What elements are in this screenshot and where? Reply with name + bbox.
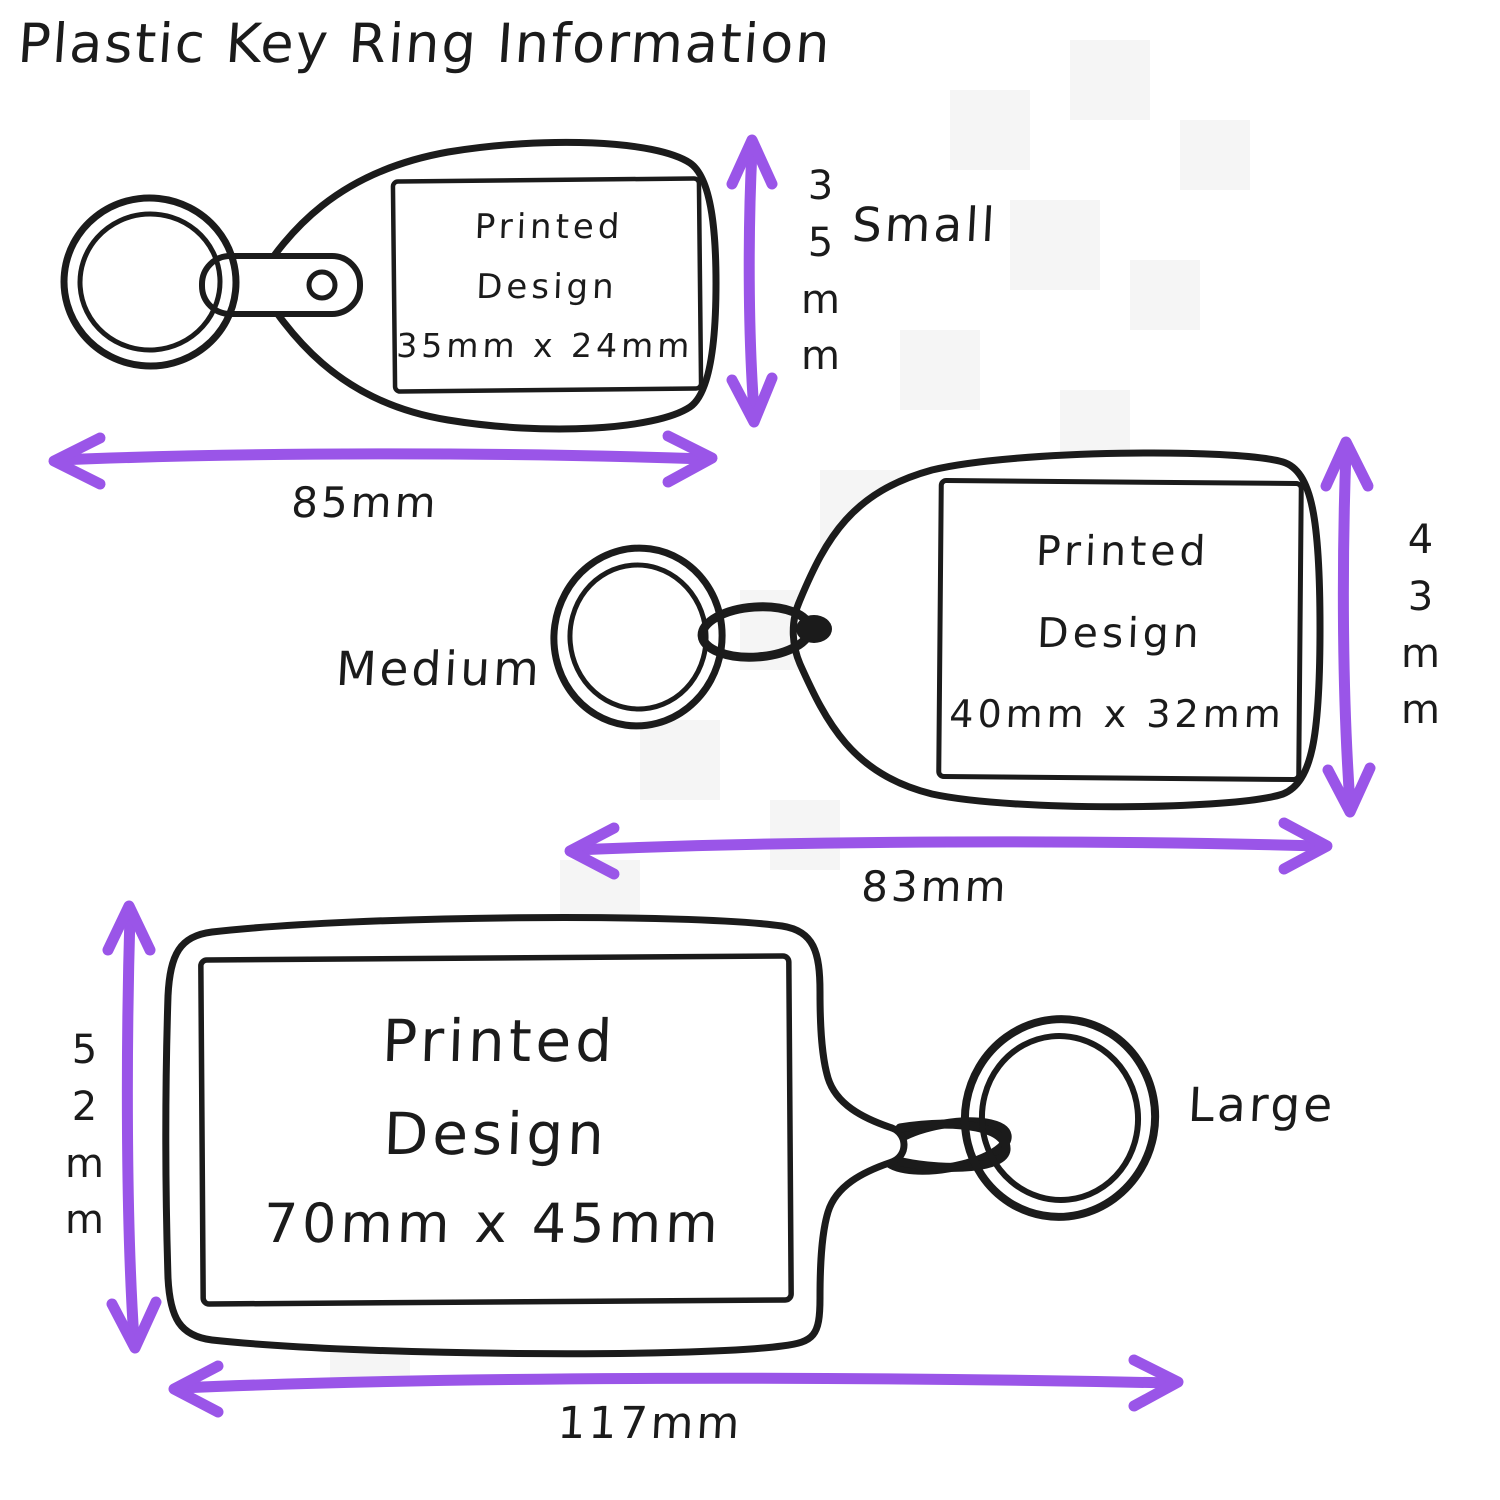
- medium-keyring-drawing: [550, 449, 1324, 811]
- large-link-front: [895, 1119, 1011, 1172]
- small-design-line2: Design: [475, 266, 619, 307]
- medium-height-label: 4 3 m m: [1401, 517, 1441, 734]
- page-title: Plastic Key Ring Information: [15, 12, 834, 75]
- large-design-text: Printed Design 70mm x 45mm: [197, 982, 795, 1280]
- large-size-name: Large: [1186, 1078, 1337, 1133]
- small-design-size: 35mm x 24mm: [395, 325, 695, 365]
- small-ring-icon: [60, 194, 240, 370]
- medium-fob-outline: [789, 449, 1324, 811]
- small-design-text: Printed Design 35mm x 24mm: [391, 188, 704, 384]
- large-keyring-drawing: [162, 914, 1160, 1358]
- large-design-line2: Design: [382, 1099, 610, 1168]
- medium-design-window: [936, 477, 1304, 783]
- small-design-window: [390, 176, 704, 394]
- small-rivet-icon: [306, 269, 338, 301]
- large-fob-outline: [162, 914, 908, 1358]
- large-design-window: [198, 953, 794, 1307]
- large-design-size: 70mm x 45mm: [262, 1192, 723, 1256]
- medium-size-name: Medium: [334, 642, 544, 697]
- medium-link-hole: [796, 615, 832, 643]
- small-ring-icon-inner: [77, 211, 223, 353]
- small-width-arrow: [48, 430, 718, 490]
- small-design-line1: Printed: [473, 207, 625, 248]
- small-size-name: Small: [850, 198, 999, 253]
- small-height-label: 3 5 m m: [801, 163, 841, 380]
- large-width-label: 117mm: [556, 1398, 744, 1449]
- large-ring-icon: [960, 1015, 1160, 1221]
- medium-width-arrow: [564, 817, 1333, 880]
- small-height-arrow: [726, 134, 778, 428]
- large-width-arrow: [168, 1354, 1184, 1418]
- medium-width-label: 83mm: [860, 862, 1010, 911]
- medium-design-line2: Design: [1036, 609, 1204, 657]
- medium-ring-icon: [550, 544, 726, 730]
- small-keyring-drawing: [60, 138, 720, 433]
- large-design-line1: Printed: [380, 1006, 618, 1075]
- medium-design-size: 40mm x 32mm: [948, 691, 1286, 736]
- medium-ring-icon-inner: [567, 562, 709, 712]
- small-fob-outline: [252, 138, 720, 433]
- large-height-arrow: [102, 900, 162, 1354]
- large-ring-icon-inner: [978, 1033, 1142, 1203]
- small-width-label: 85mm: [290, 478, 440, 527]
- large-height-label: 5 2 m m: [65, 1027, 105, 1244]
- medium-design-line1: Printed: [1035, 526, 1211, 575]
- medium-design-text: Printed Design 40mm x 32mm: [935, 492, 1305, 770]
- medium-height-arrow: [1320, 436, 1376, 818]
